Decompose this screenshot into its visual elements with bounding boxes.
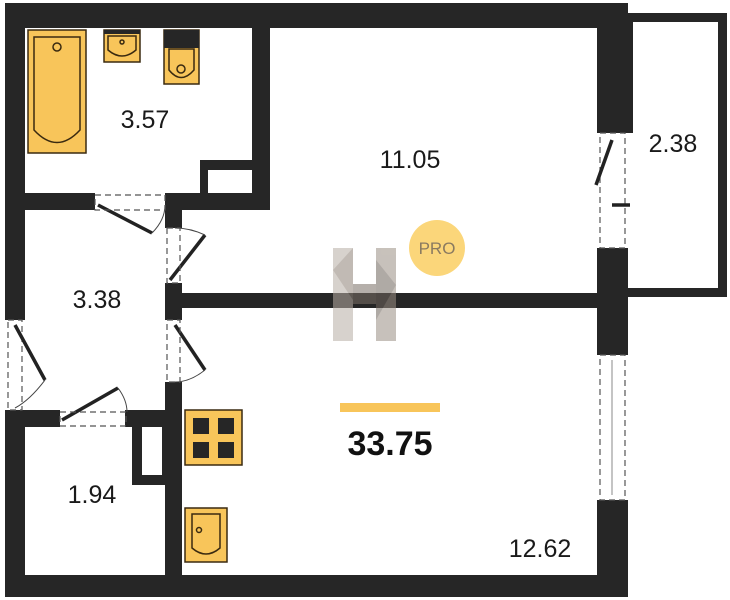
pro-badge-label: PRO (419, 239, 456, 258)
total-area: 33.75 (347, 425, 432, 463)
hallway-area: 3.38 (73, 286, 122, 314)
pro-badge (409, 220, 465, 276)
storage-door (61, 386, 119, 422)
windows (7, 132, 630, 501)
watermark-logo (333, 248, 396, 341)
corridor-wall-a (165, 210, 182, 228)
kitchen-door-frame (166, 319, 181, 383)
left-wall-upper (5, 3, 25, 320)
room-door-frame (166, 227, 181, 284)
room-area: 11.05 (380, 146, 441, 174)
right-wall-bottom (597, 500, 628, 597)
kitchen-door-arc (174, 369, 206, 383)
balcony-top-wall (628, 13, 727, 22)
corridor-wall-c (165, 382, 182, 575)
storage-top-wall-right (125, 410, 182, 427)
right-wall-mid (597, 248, 628, 355)
toilet-icon (163, 29, 200, 85)
bathroom-door-frame (94, 194, 166, 211)
shaft-inner (208, 170, 252, 193)
room-door (168, 233, 207, 282)
entrance-door (13, 324, 47, 381)
balcony-area: 2.38 (649, 130, 698, 158)
fixtures (27, 29, 243, 563)
bathroom-area: 3.57 (121, 106, 170, 134)
room-labels: 3.57 11.05 2.38 3.38 1.94 12.62 (68, 106, 698, 563)
total-area-accent-bar (340, 403, 440, 412)
sink-icon (103, 29, 141, 63)
balcony-right-wall (718, 13, 727, 297)
storage-niche-inner (142, 427, 162, 475)
window (599, 354, 626, 501)
bathroom-door-arc (151, 204, 166, 234)
balcony-bottom-wall (628, 288, 727, 297)
kitchen-sink-icon (184, 507, 228, 563)
storage-door-frame (59, 411, 127, 427)
bathroom-door (97, 203, 153, 235)
walls (5, 3, 727, 597)
storage-area: 1.94 (68, 481, 117, 509)
left-wall-lower (5, 410, 25, 597)
bottom-wall (5, 575, 628, 597)
storage-top-wall-left (5, 410, 60, 427)
right-wall-top (597, 3, 628, 133)
top-wall (5, 3, 628, 28)
bathtub-icon (27, 29, 87, 154)
bathroom-bottom-wall-left (25, 193, 95, 210)
entrance-door-frame (7, 319, 23, 411)
storage-door-arc (117, 387, 128, 413)
corridor-wall-b (165, 283, 182, 320)
balcony-door-frame (599, 132, 626, 249)
stove-icon (184, 409, 243, 466)
entrance-door-arc (14, 379, 46, 409)
balcony-door-leaf (594, 139, 614, 186)
balcony-left-wall (628, 13, 633, 133)
kitchen-room-area: 12.62 (509, 535, 572, 563)
doors (13, 194, 207, 427)
